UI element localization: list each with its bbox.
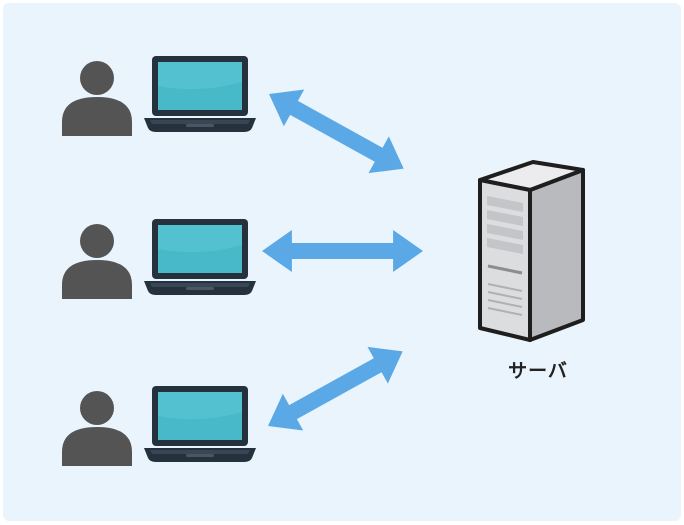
server-label: サーバ (508, 360, 568, 382)
laptop-icon (144, 386, 256, 462)
server-icon (478, 160, 585, 342)
laptop-icon (144, 219, 256, 295)
laptop-icon (144, 56, 256, 132)
